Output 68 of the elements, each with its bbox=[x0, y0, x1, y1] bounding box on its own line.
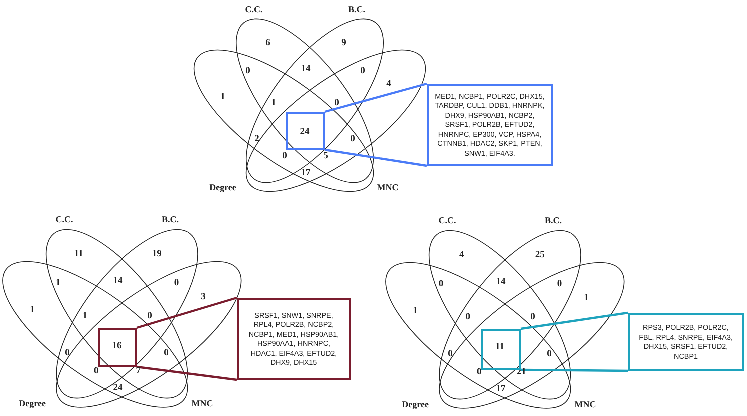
region-count: 0 bbox=[282, 152, 288, 162]
set-label: MNC bbox=[377, 184, 399, 192]
region-count: 2 bbox=[254, 135, 260, 145]
set-label: C.C. bbox=[56, 216, 74, 225]
region-count: 14 bbox=[301, 65, 311, 75]
region-count: 1 bbox=[30, 306, 35, 316]
connector-line bbox=[324, 82, 428, 114]
set-label: B.C. bbox=[348, 6, 366, 14]
gene-list-box bbox=[628, 313, 744, 371]
region-count: 3 bbox=[201, 292, 206, 302]
region-count: 25 bbox=[535, 252, 545, 262]
gene-list-box bbox=[427, 84, 553, 166]
region-count: 24 bbox=[300, 128, 310, 138]
region-count: 1 bbox=[220, 93, 226, 103]
connector-line bbox=[520, 368, 628, 372]
region-count: 11 bbox=[496, 343, 504, 353]
region-count: 0 bbox=[174, 279, 180, 289]
highlight-square bbox=[481, 329, 521, 370]
gene-list-box bbox=[237, 298, 351, 380]
region-count: 1 bbox=[413, 307, 418, 317]
region-count: 5 bbox=[324, 152, 328, 162]
set-label: MNC bbox=[192, 399, 214, 408]
region-count: 0 bbox=[360, 67, 366, 77]
region-count: 19 bbox=[152, 250, 162, 260]
region-count: 0 bbox=[94, 366, 99, 376]
region-count: 0 bbox=[557, 280, 562, 290]
region-count: 0 bbox=[530, 313, 536, 323]
set-label: C.C. bbox=[245, 6, 263, 14]
region-count: 0 bbox=[350, 135, 356, 145]
set-label: Degree bbox=[210, 184, 236, 192]
region-count: 1 bbox=[82, 312, 88, 322]
connector-line bbox=[136, 296, 238, 330]
region-count: 7 bbox=[136, 366, 141, 376]
connector-line bbox=[324, 148, 428, 168]
region-count: 16 bbox=[112, 342, 122, 352]
region-count: 14 bbox=[496, 278, 506, 288]
region-count: 17 bbox=[496, 385, 506, 395]
region-count: 0 bbox=[466, 313, 470, 323]
highlight-square bbox=[286, 112, 325, 150]
region-count: 14 bbox=[113, 277, 123, 287]
set-label: Degree bbox=[402, 400, 429, 410]
region-count: 0 bbox=[65, 349, 70, 359]
region-count: 0 bbox=[477, 368, 482, 378]
highlight-square bbox=[98, 328, 137, 367]
region-count: 0 bbox=[334, 99, 340, 109]
set-label: C.C. bbox=[438, 216, 456, 226]
connector-line bbox=[520, 312, 628, 330]
region-count: 0 bbox=[246, 67, 250, 77]
region-count: 0 bbox=[547, 350, 552, 360]
region-count: 1 bbox=[272, 99, 276, 109]
region-count: 4 bbox=[386, 80, 392, 90]
set-label: B.C. bbox=[162, 216, 180, 225]
region-count: 0 bbox=[448, 350, 453, 360]
region-count: 1 bbox=[584, 294, 589, 304]
set-label: Degree bbox=[19, 399, 46, 408]
region-count: 9 bbox=[342, 39, 346, 49]
set-label: MNC bbox=[574, 400, 596, 410]
region-count: 11 bbox=[74, 250, 84, 260]
region-count: 4 bbox=[460, 252, 464, 262]
region-count: 0 bbox=[438, 280, 444, 290]
region-count: 0 bbox=[148, 312, 152, 322]
region-count: 17 bbox=[301, 169, 311, 179]
region-count: 6 bbox=[266, 39, 270, 49]
set-label: B.C. bbox=[545, 216, 562, 226]
region-count: 24 bbox=[113, 384, 123, 394]
connector-line bbox=[136, 366, 238, 382]
region-count: 0 bbox=[164, 349, 169, 359]
region-count: 1 bbox=[56, 279, 61, 289]
